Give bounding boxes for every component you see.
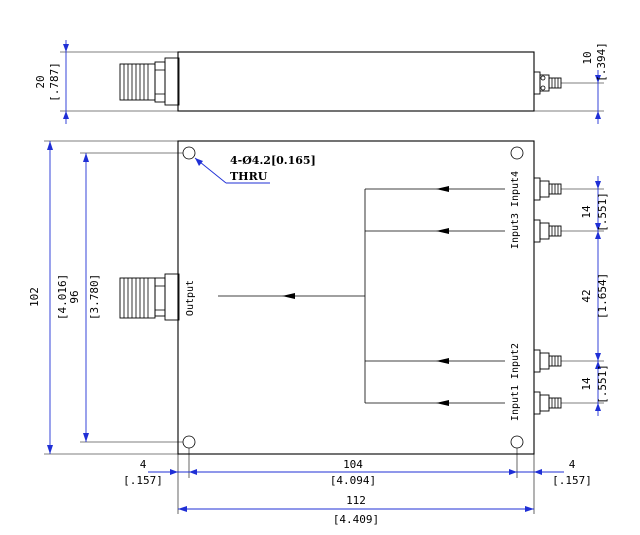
- dim-edge-left-inch: [.157]: [123, 474, 163, 487]
- dim-hole-spacing-h-inch: [4.094]: [330, 474, 376, 487]
- dim-input-pitch-bottom-value: 14: [580, 377, 593, 391]
- mounting-hole-bottom-right: [510, 435, 524, 449]
- dim-connector-height-inch: [.394]: [595, 42, 608, 82]
- top-view-body: [177, 140, 535, 455]
- dim-input-pitch-top-value: 14: [580, 205, 593, 219]
- holes-note-line2: THRU: [230, 170, 268, 183]
- input1-connector: [533, 391, 562, 415]
- dim-edge-left-value: 4: [140, 458, 147, 471]
- port-label-input1: Input1: [510, 385, 521, 421]
- top-view: 4-Ø4.2[0.165] THRU Output: [28, 140, 609, 526]
- input3-connector: [533, 219, 562, 243]
- dim-input-pitch-bottom-inch: [.551]: [596, 364, 609, 404]
- holes-note-line1: 4-Ø4.2[0.165]: [230, 154, 316, 167]
- side-view-body: [177, 51, 535, 112]
- dim-edge-right-value: 4: [569, 458, 576, 471]
- dim-height-side-inch: [.787]: [48, 62, 61, 102]
- mounting-hole-top-right: [510, 146, 524, 160]
- dim-input-pitch-top-inch: [.551]: [596, 192, 609, 232]
- dim-hole-spacing-h-value: 104: [343, 458, 363, 471]
- dim-input-gap-value: 42: [580, 289, 593, 302]
- dim-overall-width-value: 112: [346, 494, 366, 507]
- input2-connector: [533, 349, 562, 373]
- dim-hole-spacing-v-inch: [3.780]: [88, 274, 101, 320]
- dim-edge-right-inch: [.157]: [552, 474, 592, 487]
- dim-overall-height-inch: [4.016]: [56, 274, 69, 320]
- dim-overall-width-inch: [4.409]: [333, 513, 379, 526]
- port-label-input4: Input4: [510, 171, 521, 207]
- output-connector: [119, 273, 180, 321]
- dim-hole-spacing-v-value: 96: [68, 290, 81, 303]
- signal-lines: [218, 186, 505, 406]
- side-view: 20 [.787] 10 [.394]: [34, 40, 608, 124]
- dim-height-side-value: 20: [34, 75, 47, 88]
- mounting-hole-top-left: [182, 146, 196, 160]
- dim-input-gap-inch: [1.654]: [596, 273, 609, 319]
- dim-connector-height-value: 10: [581, 51, 594, 64]
- mounting-hole-bottom-left: [182, 435, 196, 449]
- side-input-connector: [533, 71, 562, 95]
- port-label-input2: Input2: [510, 343, 521, 379]
- dim-overall-height-value: 102: [28, 287, 41, 307]
- port-label-input3: Input3: [510, 213, 521, 249]
- side-output-connector: [119, 57, 180, 106]
- port-label-output: Output: [185, 280, 196, 316]
- input4-connector: [533, 177, 562, 201]
